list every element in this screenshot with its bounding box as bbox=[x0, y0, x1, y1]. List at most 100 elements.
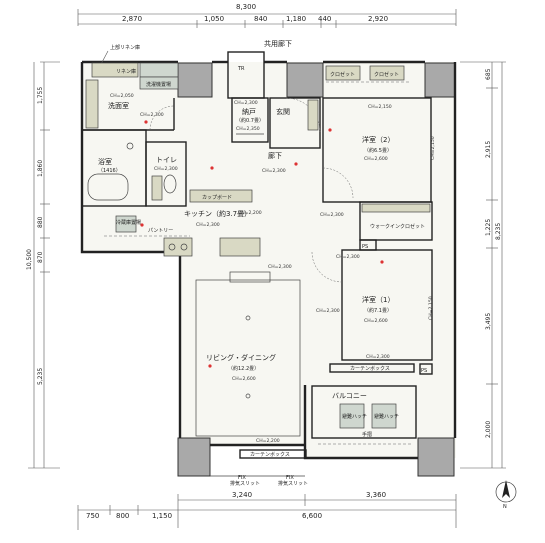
ch-living-top: CH=2,300 bbox=[268, 264, 292, 270]
closet-a bbox=[325, 65, 361, 81]
cupboard bbox=[189, 189, 253, 203]
handrail-label: 手摺 bbox=[362, 431, 372, 438]
living-floor bbox=[195, 279, 301, 437]
washer-pan bbox=[139, 76, 179, 90]
ch-washroom: CH=2,050 bbox=[110, 93, 134, 99]
dim-top-5: 440 bbox=[318, 15, 331, 23]
top-dimensions: 8,300 2,870 1,050 840 1,180 440 2,920 bbox=[77, 3, 457, 28]
toilet-bowl bbox=[163, 174, 177, 194]
fix-left: FIX bbox=[238, 475, 246, 481]
room2-label: 洋室（2） bbox=[362, 135, 394, 144]
evac-hatch-1 bbox=[339, 403, 365, 429]
ch-room2-top: CH=2,150 bbox=[368, 104, 392, 110]
hallway: 廊下 CH=2,300 bbox=[210, 151, 298, 174]
column-top-right bbox=[424, 62, 456, 98]
ch-room1: CH=2,600 bbox=[364, 318, 388, 324]
common-corridor: 共用廊下 bbox=[177, 39, 456, 477]
dim-left-5: 5,235 bbox=[37, 368, 44, 385]
living-label: リビング・ダイニング bbox=[206, 353, 276, 362]
dim-right-1: 685 bbox=[485, 68, 492, 80]
dim-right-2: 2,915 bbox=[485, 141, 492, 158]
kitchen: カップボード キッチン（約3.7畳） CH=2,200 CH=2,300 冷蔵庫… bbox=[104, 189, 262, 257]
north-arrow: N bbox=[495, 480, 517, 510]
ch-kitchen-2: CH=2,300 bbox=[196, 222, 220, 228]
dim-bottom-2: 800 bbox=[116, 512, 129, 520]
curtain-box-left bbox=[239, 449, 307, 459]
column-top-left bbox=[177, 62, 213, 98]
ps-label: PS bbox=[362, 244, 368, 250]
ch-room1-top: CH=2,300 bbox=[336, 254, 360, 260]
stove bbox=[163, 237, 193, 257]
bath-label: 浴室 bbox=[98, 157, 112, 166]
room2-size: （約6.5畳） bbox=[364, 147, 392, 154]
ch-living: CH=2,600 bbox=[232, 376, 256, 382]
sink-counter bbox=[219, 237, 261, 257]
dim-top-4: 1,180 bbox=[286, 15, 306, 23]
dim-bottom-3: 1,150 bbox=[152, 512, 172, 520]
dim-right-5: 2,000 bbox=[485, 421, 492, 438]
dim-right-total: 8,235 bbox=[495, 223, 502, 240]
north-label: N bbox=[503, 504, 507, 510]
cupboard-label: カップボード bbox=[202, 194, 232, 201]
pantry-label: パントリー bbox=[148, 228, 173, 234]
dim-left-1: 1,755 bbox=[37, 87, 44, 104]
living-size: （約12.2畳） bbox=[228, 365, 259, 372]
dim-left-3: 880 bbox=[37, 216, 44, 228]
bathtub bbox=[87, 173, 129, 201]
room1-label: 洋室（1） bbox=[362, 295, 394, 304]
evac-hatch-2 bbox=[371, 403, 397, 429]
dim-top-2: 1,050 bbox=[204, 15, 224, 23]
exhaust-right: 排気スリット bbox=[278, 480, 308, 487]
storage-room: CH=2,300 納戸 （約0.7畳） CH=2,350 bbox=[231, 97, 269, 143]
closet-a-label: クロゼット bbox=[330, 71, 355, 78]
column-top-mid bbox=[286, 62, 324, 98]
linen-storage bbox=[91, 62, 139, 78]
ch-room1-bottom: CH=2,300 bbox=[366, 354, 390, 360]
ch-washroom-2: CH=2,300 bbox=[140, 112, 164, 118]
room1-size: （約7.1畳） bbox=[364, 307, 392, 314]
linen-label: リネン庫 bbox=[116, 68, 136, 75]
column-bottom-left bbox=[177, 437, 211, 477]
ch-storage-top: CH=2,300 bbox=[234, 100, 258, 106]
curtain-box-left-label: カーテンボックス bbox=[250, 451, 290, 458]
fridge-space bbox=[115, 215, 137, 233]
entrance: 玄関 bbox=[269, 97, 321, 149]
dim-top-1: 2,870 bbox=[122, 15, 142, 23]
tr-label: TR bbox=[237, 66, 245, 72]
ch-room1-right: CH=2,150 bbox=[428, 296, 434, 320]
balcony-label: バルコニー bbox=[332, 392, 367, 400]
toilet-label: トイレ bbox=[156, 156, 177, 164]
exhaust-left: 排気スリット bbox=[230, 480, 260, 487]
storage-label: 納戸 bbox=[242, 107, 256, 116]
curtain-box-right bbox=[329, 363, 415, 373]
dim-top-total: 8,300 bbox=[236, 3, 256, 11]
closet-b-label: クロゼット bbox=[374, 71, 399, 78]
dim-bottom-total: 6,600 bbox=[302, 512, 322, 520]
entrance-label: 玄関 bbox=[276, 107, 290, 116]
right-dimensions: 685 2,915 1,225 3,495 2,000 8,235 bbox=[460, 61, 506, 469]
dim-top-3: 840 bbox=[254, 15, 267, 23]
bottom-dimensions: 750 800 1,150 3,240 3,360 6,600 bbox=[77, 491, 457, 530]
dim-left-2: 1,860 bbox=[37, 160, 44, 177]
ps-label-2: PS bbox=[421, 368, 427, 374]
dim-bottom-5: 3,360 bbox=[366, 491, 386, 499]
rooftop-linen-label: 上部リネン庫 bbox=[110, 44, 140, 51]
dim-bottom-1: 750 bbox=[86, 512, 99, 520]
washer-pan-label: 洗濯機置場 bbox=[146, 81, 171, 88]
washroom-zone: 上部リネン庫 リネン庫 洗濯機置場 CH=2,050 洗面室 CH=2,300 bbox=[82, 44, 179, 131]
ch-room1-left-top: CH=2,300 bbox=[320, 212, 344, 218]
ch-living-bottom: CH=2,200 bbox=[256, 438, 280, 444]
ch-room1-left: CH=2,300 bbox=[316, 308, 340, 314]
storage-size: （約0.7畳） bbox=[236, 117, 264, 124]
ch-room2: CH=2,600 bbox=[364, 156, 388, 162]
kitchen-label: キッチン（約3.7畳） bbox=[184, 209, 251, 218]
bath-size: （1416） bbox=[98, 168, 121, 174]
ch-room2-side: CH=2,150 bbox=[430, 136, 436, 160]
ch-kitchen: CH=2,200 bbox=[238, 210, 262, 216]
room-1: CH=2,300 CH=2,300 CH=2,300 洋室（1） （約7.1畳）… bbox=[311, 212, 434, 375]
dim-left-4: 870 bbox=[37, 251, 44, 263]
dim-left-total: 10,500 bbox=[26, 249, 33, 270]
dim-right-4: 3,495 bbox=[485, 313, 492, 330]
floor-area bbox=[82, 62, 456, 458]
hallway-label: 廊下 bbox=[268, 151, 282, 160]
